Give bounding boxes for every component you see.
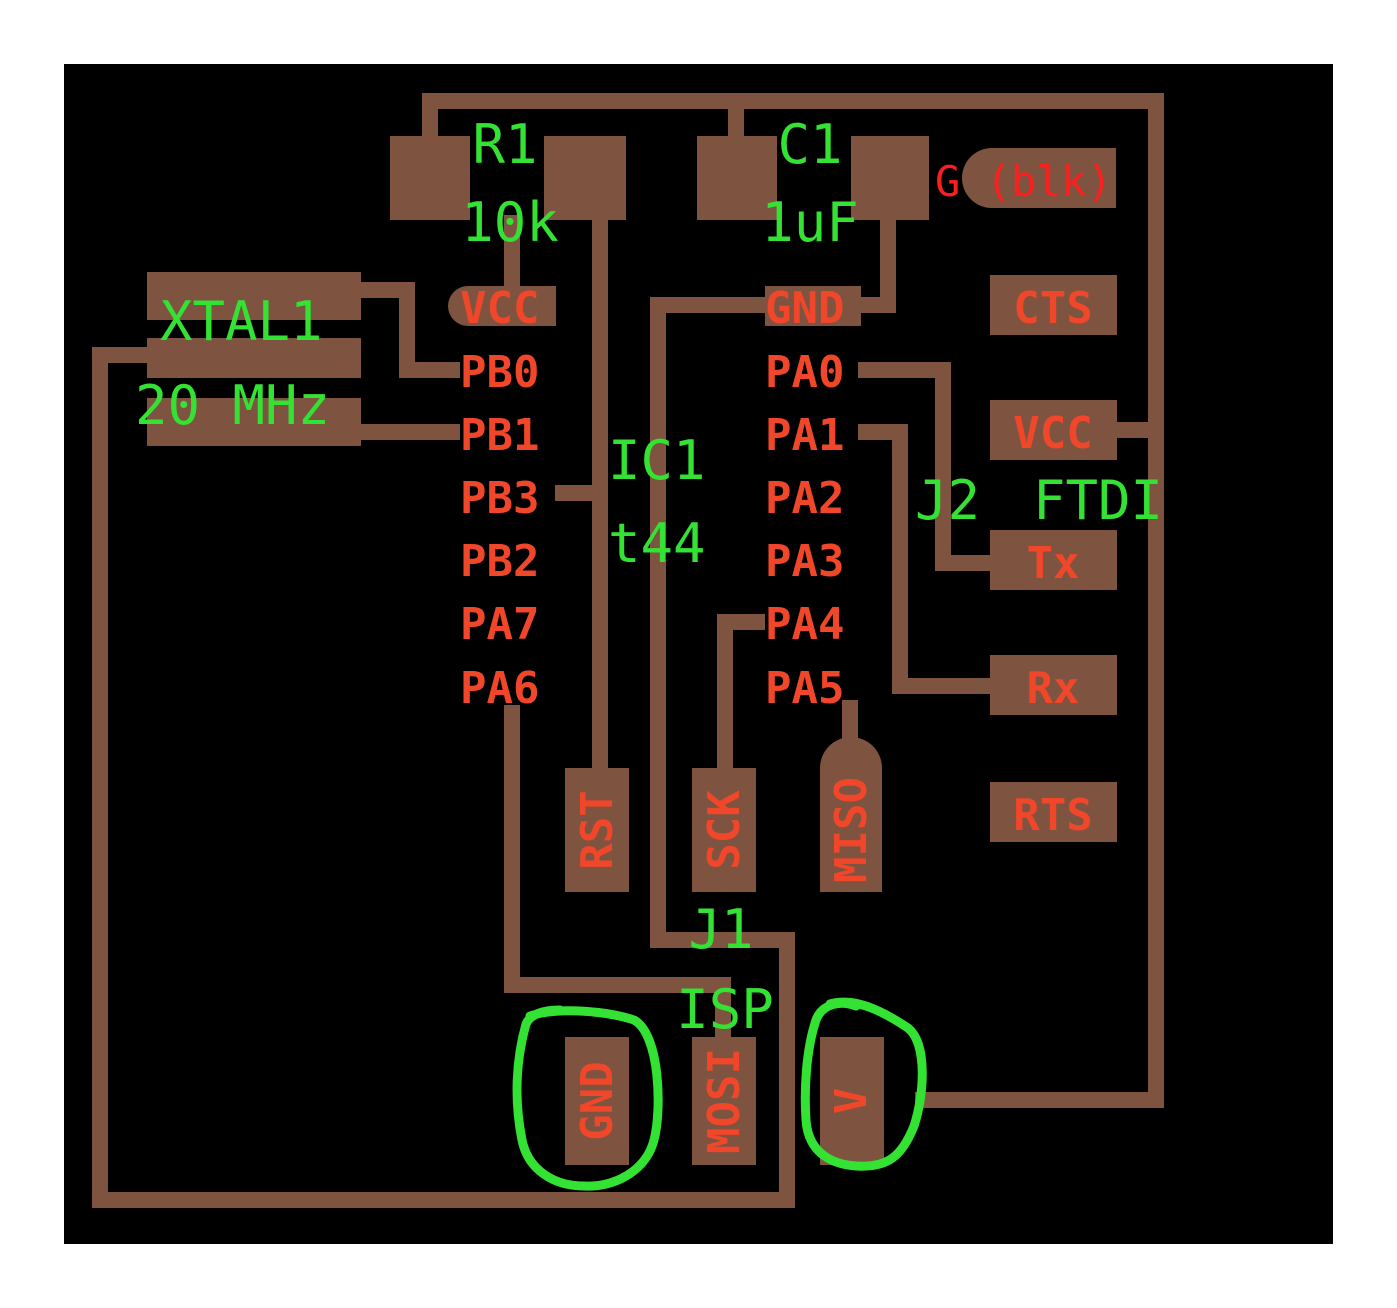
- r1-pad-left: [390, 136, 470, 220]
- isp-pin-label: MOSI: [699, 1048, 750, 1154]
- c1-value: 1uF: [761, 191, 859, 254]
- ic1-pin-label: GND: [765, 283, 844, 334]
- ftdi-gnd-pad-round: [962, 148, 1022, 208]
- ftdi-pin-labels: CTS VCC Tx Rx RTS: [1013, 283, 1092, 841]
- ftdi-rts-pad: [990, 782, 1117, 842]
- isp-v-pad: [820, 1037, 884, 1165]
- isp-pin-label: MISO: [826, 777, 877, 883]
- isp-mosi-pad: [692, 1037, 756, 1165]
- ftdi-pin-label: VCC: [1013, 408, 1092, 459]
- isp-miso-pad-round: [820, 737, 882, 799]
- j1-value: ISP: [676, 978, 774, 1041]
- ftdi-pin-label: Tx: [1027, 538, 1080, 589]
- isp-pin-label: RST: [572, 790, 623, 869]
- xtal1-ref: XTAL1: [160, 290, 323, 353]
- ic1-pin-label: PB1: [460, 410, 539, 461]
- ic1-gnd-pad: [765, 286, 861, 326]
- j1-ref: J1: [688, 898, 753, 961]
- gnd-highlight-circle: [512, 1005, 663, 1191]
- trace-vcc-to-v: [915, 430, 1164, 1108]
- xtal1-value: 20 MHz: [135, 374, 330, 437]
- ftdi-vcc-pad: [990, 400, 1117, 460]
- ftdi-cts-pad: [990, 275, 1117, 335]
- trace-xtal-pb0: [360, 282, 460, 378]
- ftdi-pin-label: CTS: [1013, 283, 1092, 334]
- ic1-value: t44: [608, 512, 706, 575]
- isp-pin-label: GND: [572, 1061, 623, 1140]
- isp-pin-labels: RST SCK MISO GND MOSI V: [572, 777, 877, 1154]
- ftdi-pin-label: Rx: [1027, 663, 1080, 714]
- trace-pa1-rx: [858, 424, 995, 694]
- trace-c1-gnd: [858, 215, 896, 313]
- j2-ref: J2: [915, 469, 980, 532]
- ic1-pin-label: PA7: [460, 599, 539, 650]
- ftdi-rx-pad: [990, 655, 1117, 715]
- ic1-pin-label: PB2: [460, 536, 539, 587]
- ic1-left-pin-labels: VCC PB0 PB1 PB3 PB2 PA7 PA6: [460, 283, 539, 714]
- trace-pa0-tx: [858, 362, 995, 571]
- ic1-pin-label: PA6: [460, 663, 539, 714]
- c1-ref: C1: [777, 113, 842, 176]
- v-highlight-circle: [800, 997, 927, 1171]
- xtal-pad-2: [147, 338, 361, 378]
- ftdi-tx-pad: [990, 530, 1117, 590]
- r1-pad-right: [544, 136, 626, 220]
- ic1-pin-label: PB3: [460, 473, 539, 524]
- trace-r1-c1-vcc: [422, 93, 1164, 438]
- xtal-pad-3: [147, 398, 361, 446]
- ic1-pin-label: PB0: [460, 347, 539, 398]
- ic1-pin-label: PA5: [765, 663, 844, 714]
- ic1-pin-label: PA1: [765, 410, 844, 461]
- c1-pad-right: [851, 136, 929, 220]
- isp-sck-pad: [692, 768, 756, 892]
- ic1-pin-label: PA3: [765, 536, 844, 587]
- r1-ref: R1: [472, 113, 537, 176]
- ic1-pin-label: VCC: [460, 283, 539, 334]
- isp-rst-pad: [565, 768, 629, 892]
- isp-gnd-pad: [565, 1037, 629, 1165]
- traces: [92, 93, 1164, 1208]
- pads: [147, 136, 1117, 1165]
- r1-value: 10k: [461, 191, 559, 254]
- isp-pin-label: V: [826, 1088, 877, 1115]
- component-labels: R1 10k C1 1uF XTAL1 20 MHz IC1 t44 J2 FT…: [135, 113, 1163, 1041]
- ic1-ref: IC1: [608, 429, 706, 492]
- ic1-pin-label: PA4: [765, 599, 844, 650]
- ic1-vcc-pad-round: [448, 286, 488, 326]
- trace-pa6-mosi: [504, 705, 731, 1040]
- trace-pa4-sck: [717, 614, 765, 770]
- ic1-pin-label: PA0: [765, 347, 844, 398]
- xtal-pad-1: [147, 272, 361, 320]
- ftdi-gnd-label: G (blk): [935, 157, 1112, 206]
- trace-gnd-isp: [92, 297, 795, 1208]
- ic1-right-pin-labels: GND PA0 PA1 PA2 PA3 PA4 PA5: [765, 283, 844, 714]
- isp-pin-label: SCK: [699, 790, 750, 870]
- ic1-pin-label: PA2: [765, 473, 844, 524]
- j2-value: FTDI: [1033, 469, 1163, 532]
- hand-drawn-annotations: [512, 997, 927, 1191]
- c1-pad-left: [697, 136, 777, 220]
- ftdi-pin-label: RTS: [1013, 790, 1092, 841]
